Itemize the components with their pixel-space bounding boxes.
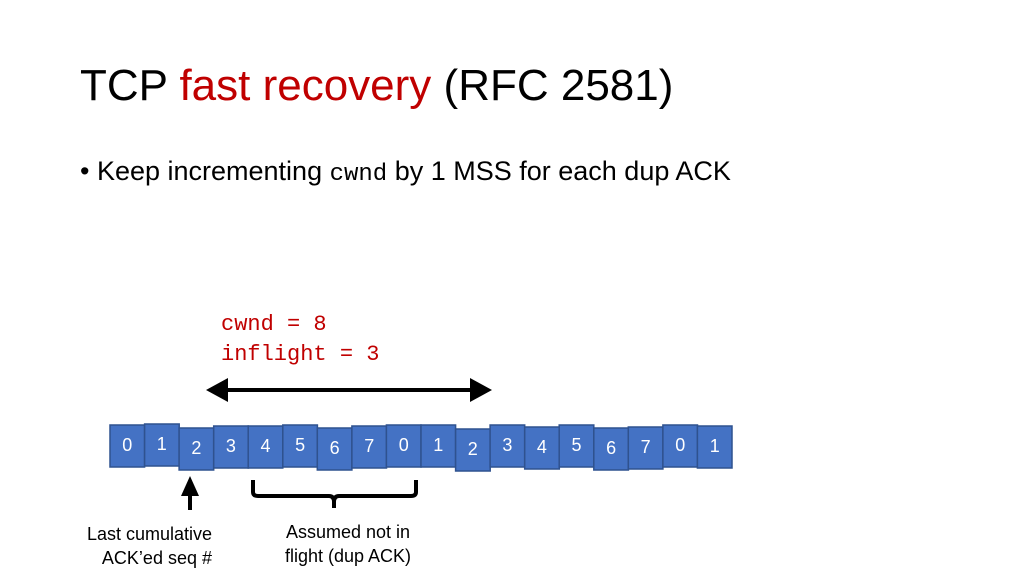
packet-seq-label: 1 xyxy=(157,434,167,454)
packet-seq-label: 2 xyxy=(191,438,201,458)
packet-box xyxy=(316,427,353,471)
bullet-code: cwnd xyxy=(329,161,388,188)
packet-seq-label: 6 xyxy=(606,438,616,458)
packet-box xyxy=(627,426,664,470)
bullet-text-after: by 1 MSS for each dup ACK xyxy=(387,156,731,186)
packet-box xyxy=(143,423,180,467)
packet-box xyxy=(662,424,699,468)
packet-seq-label: 5 xyxy=(295,435,305,455)
packet-box xyxy=(523,426,561,470)
title-suffix: (RFC 2581) xyxy=(431,61,674,110)
packet-seq-label: 7 xyxy=(641,437,651,457)
title-accent: fast recovery xyxy=(179,61,432,110)
bullet-marker: • xyxy=(80,156,90,186)
last-ack-caption-line2: ACK’ed seq # xyxy=(101,548,212,568)
packet-box xyxy=(489,424,526,468)
packet-seq-label: 7 xyxy=(364,436,374,456)
packet-row: 0 1 2 3 4 5 6 7 0 1 2 3 4 5 6 7 0 1 xyxy=(109,423,733,472)
packet-seq-label: 3 xyxy=(502,435,512,455)
packet-box xyxy=(247,425,284,469)
packet-seq-label: 5 xyxy=(571,435,581,455)
packet-box xyxy=(593,427,630,471)
last-ack-caption-line1: Last cumulative xyxy=(86,524,212,544)
last-ack-arrow xyxy=(181,476,199,510)
bullet-text-before: Keep incrementing xyxy=(89,156,330,186)
packet-seq-label: 0 xyxy=(122,435,132,455)
window-arrow xyxy=(206,378,492,402)
packet-seq-label: 0 xyxy=(399,435,409,455)
packet-seq-label: 3 xyxy=(226,436,236,456)
assumed-caption-line1: Assumed not in xyxy=(285,522,411,542)
assumed-caption-line2: flight (dup ACK) xyxy=(284,546,412,566)
title-prefix: TCP xyxy=(80,61,180,110)
window-arrow-right-head xyxy=(470,378,492,402)
cwnd-label: cwnd = 8 xyxy=(221,312,327,337)
slide-title: TCP fast recovery (RFC 2581) xyxy=(80,58,673,114)
last-ack-arrow-head xyxy=(181,476,199,496)
assumed-caption: Assumed not in flight (dup ACK) xyxy=(258,520,438,568)
packet-box xyxy=(385,424,422,468)
packet-seq-label: 2 xyxy=(468,439,478,459)
packet-box xyxy=(696,425,733,469)
bullet-point: • Keep incrementing cwnd by 1 MSS for ea… xyxy=(80,154,731,192)
packet-seq-label: 6 xyxy=(330,438,340,458)
packet-seq-label: 0 xyxy=(675,435,685,455)
window-arrow-left-head xyxy=(206,378,228,402)
packet-seq-label: 1 xyxy=(433,435,443,455)
packet-seq-label: 1 xyxy=(710,436,720,456)
packet-box xyxy=(109,424,146,468)
last-ack-caption: Last cumulative ACK’ed seq # xyxy=(40,522,212,570)
inflight-label: inflight = 3 xyxy=(221,342,380,367)
dup-ack-bracket xyxy=(251,480,418,508)
packet-seq-label: 4 xyxy=(537,437,547,457)
packet-seq-label: 4 xyxy=(260,436,270,456)
packet-box xyxy=(420,424,457,468)
